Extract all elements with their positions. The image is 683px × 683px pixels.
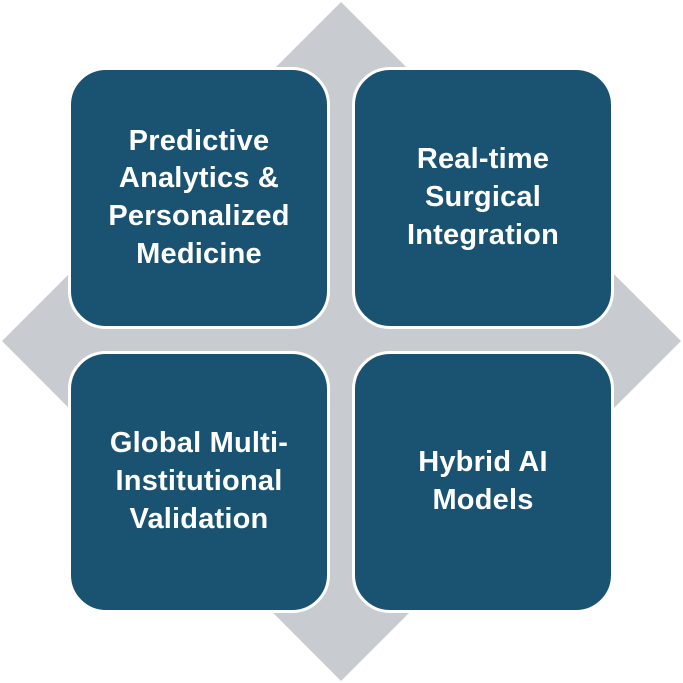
quadrant-top-right: Real-time Surgical Integration (352, 67, 614, 329)
quadrant-top-left-label: Predictive Analytics & Personalized Medi… (108, 124, 290, 270)
quadrant-top-right-label: Real-time Surgical Integration (406, 143, 560, 251)
quadrant-bottom-left: Global Multi- Institutional Validation (68, 351, 330, 613)
quadrant-bottom-right: Hybrid AI Models (352, 351, 614, 613)
quadrant-bottom-right-label: Hybrid AI Models (418, 446, 548, 516)
quadrant-bottom-left-label: Global Multi- Institutional Validation (109, 427, 289, 535)
quadrant-top-left: Predictive Analytics & Personalized Medi… (68, 67, 330, 329)
